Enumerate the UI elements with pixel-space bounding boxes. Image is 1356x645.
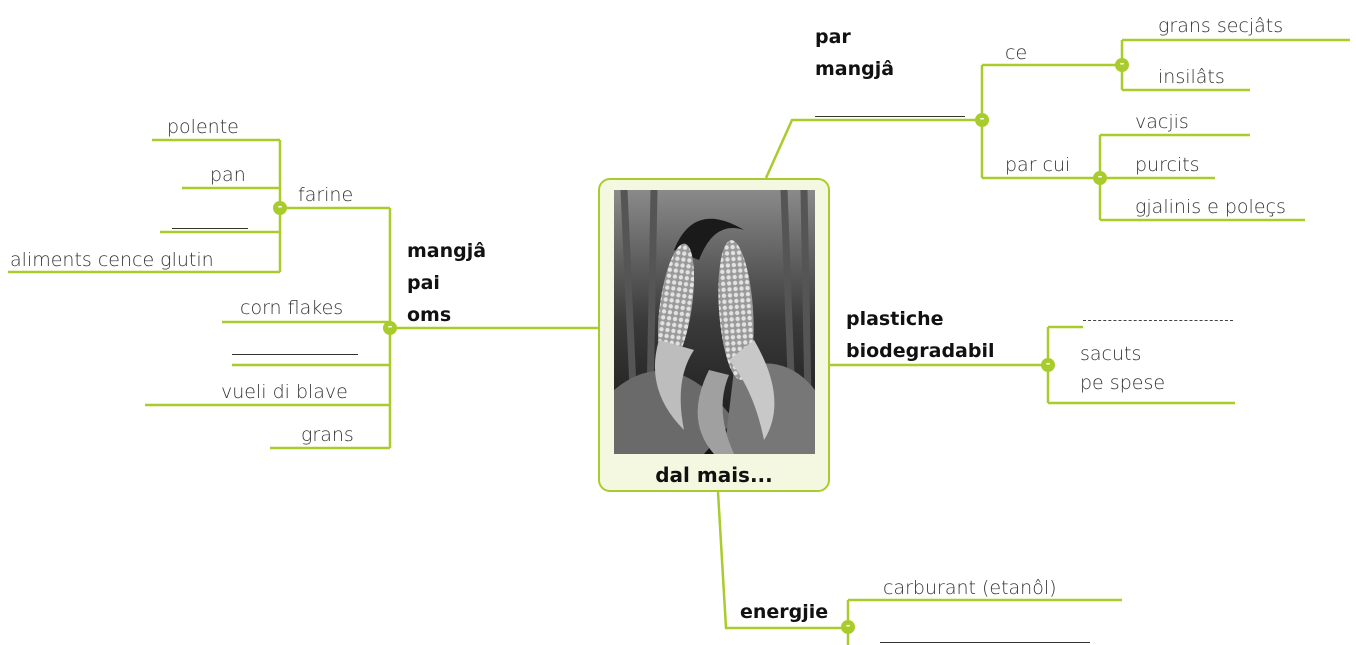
feed-title-line-2: mangjâ bbox=[815, 58, 895, 80]
polente-label: polente bbox=[167, 116, 239, 138]
center-title: dal mais... bbox=[655, 463, 773, 487]
insilats-label: insilâts bbox=[1158, 66, 1225, 88]
gjalinis-label: gjalinis e poleçs bbox=[1135, 196, 1286, 218]
sacuts-label: sacuts bbox=[1080, 343, 1142, 365]
energy-node-icon: - bbox=[841, 620, 855, 634]
ce-label: ce bbox=[1005, 42, 1028, 64]
center-card: dal mais... bbox=[598, 178, 830, 492]
plastic-title-line-2: biodegradabil bbox=[846, 340, 995, 362]
pe-spese-label: pe spese bbox=[1080, 372, 1166, 394]
pan-label: pan bbox=[210, 164, 246, 186]
plastic-node-icon: - bbox=[1041, 358, 1055, 372]
purcits-label: purcits bbox=[1135, 154, 1200, 176]
farine-label: farine bbox=[298, 184, 354, 206]
energy-blank bbox=[880, 642, 1090, 643]
grans-label: grans bbox=[301, 424, 354, 446]
food-blank bbox=[232, 354, 358, 355]
farine-blank bbox=[172, 228, 248, 229]
vacjis-label: vacjis bbox=[1135, 111, 1189, 133]
parcui-node-icon: - bbox=[1093, 171, 1107, 185]
food-node-icon: - bbox=[383, 321, 397, 335]
vueli-label: vueli di blave bbox=[221, 381, 348, 403]
plastic-dashed-blank bbox=[1083, 320, 1233, 321]
link-energy bbox=[716, 491, 848, 630]
plastic-title-line-1: plastiche bbox=[846, 308, 944, 330]
feed-node-icon: - bbox=[975, 113, 989, 127]
ce-node-icon: - bbox=[1115, 58, 1129, 72]
link-feed bbox=[764, 118, 982, 179]
corn-flakes-label: corn flakes bbox=[240, 297, 344, 319]
aliments-label: aliments cence glutin bbox=[10, 249, 214, 271]
food-title-line-1: mangjâ bbox=[407, 240, 487, 262]
corn-photo bbox=[614, 190, 815, 454]
food-title-line-3: oms bbox=[407, 304, 452, 326]
carburant-label: carburant (etanôl) bbox=[883, 577, 1057, 599]
feed-blank bbox=[815, 116, 965, 117]
energy-title: energjie bbox=[740, 601, 829, 623]
food-title-line-2: pai bbox=[407, 272, 440, 294]
feed-title-line-1: par bbox=[815, 26, 851, 48]
farine-node-icon: - bbox=[273, 201, 287, 215]
par-cui-label: par cui bbox=[1005, 154, 1071, 176]
grans-secjats-label: grans secjâts bbox=[1158, 15, 1284, 37]
